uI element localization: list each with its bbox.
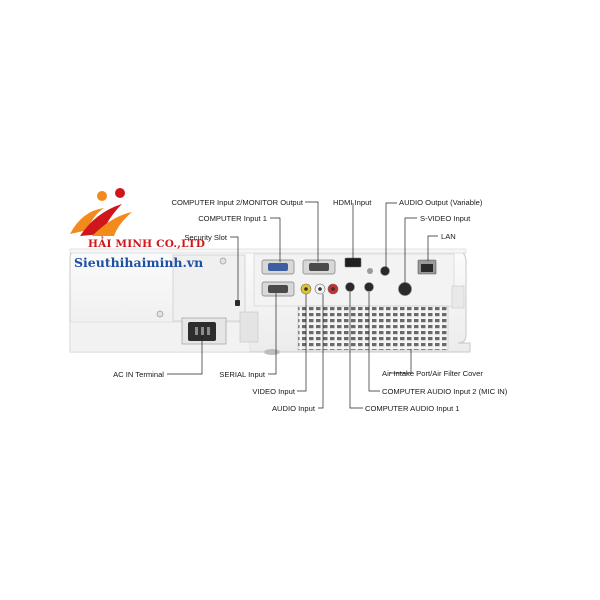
company-logo xyxy=(70,188,132,236)
leader-computer-audio2 xyxy=(368,292,380,392)
label-ac-in-terminal: AC IN Terminal xyxy=(113,370,164,379)
logo-swoosh-3 xyxy=(92,212,132,236)
label-video-input: VIDEO Input xyxy=(252,387,295,396)
projector-top-edge xyxy=(69,248,467,254)
leader-video xyxy=(297,294,307,392)
leader-audio xyxy=(318,294,324,409)
label-audio-output-variable: AUDIO Output (Variable) xyxy=(399,198,483,207)
logo-swoosh-1 xyxy=(70,208,104,234)
label-serial-input: SERIAL Input xyxy=(219,370,265,379)
leader-security-slot xyxy=(230,236,239,300)
leader-computer-input2 xyxy=(305,201,319,262)
leader-computer-audio1 xyxy=(349,292,363,409)
leader-computer-input1 xyxy=(270,217,281,262)
s-video-port xyxy=(398,282,412,296)
computer-audio1-jack xyxy=(345,282,355,292)
leader-lines xyxy=(167,201,438,409)
computer-audio2-jack xyxy=(364,282,374,292)
label-air-intake: Air Intake Port/Air Filter Cover xyxy=(382,369,483,378)
leader-s-video xyxy=(404,217,417,283)
label-security-slot: Security Slot xyxy=(184,233,227,242)
leader-serial xyxy=(268,293,277,375)
cover-screw-2 xyxy=(156,310,164,318)
logo-head-2 xyxy=(115,188,125,198)
label-audio-input: AUDIO Input xyxy=(271,404,315,413)
hdmi-port xyxy=(344,257,362,268)
leader-ac-in xyxy=(167,336,203,375)
serial-port-recess xyxy=(239,311,259,343)
label-hdmi-input: HDMI Input xyxy=(333,198,372,207)
label-computer-audio-input1: COMPUTER AUDIO Input 1 xyxy=(365,404,460,413)
audio-out-small xyxy=(367,268,373,274)
label-lan: LAN xyxy=(441,232,456,241)
logo-swoosh-2 xyxy=(80,204,122,236)
right-grip xyxy=(451,285,465,309)
website-link[interactable]: Sieuthihaiminh.vn xyxy=(74,255,204,270)
label-computer-input1: COMPUTER Input 1 xyxy=(198,214,267,223)
leader-audio-output xyxy=(385,202,397,268)
audio-output-jack xyxy=(380,266,390,276)
leader-lan xyxy=(427,235,438,261)
label-s-video-input: S-VIDEO Input xyxy=(420,214,471,223)
label-computer-input2-monitor-output: COMPUTER Input 2/MONITOR Output xyxy=(171,198,303,207)
security-slot xyxy=(235,300,240,306)
logo-head-1 xyxy=(97,191,107,201)
brand-name: HẢI MINH CO.,LTD xyxy=(88,238,206,250)
leader-air-intake xyxy=(390,349,412,374)
air-intake-vent xyxy=(297,305,449,351)
left-cover-panel xyxy=(172,254,246,322)
cover-screw-1 xyxy=(219,257,227,265)
foot xyxy=(264,349,280,355)
label-computer-audio-input2: COMPUTER AUDIO Input 2 (MIC IN) xyxy=(382,387,508,396)
